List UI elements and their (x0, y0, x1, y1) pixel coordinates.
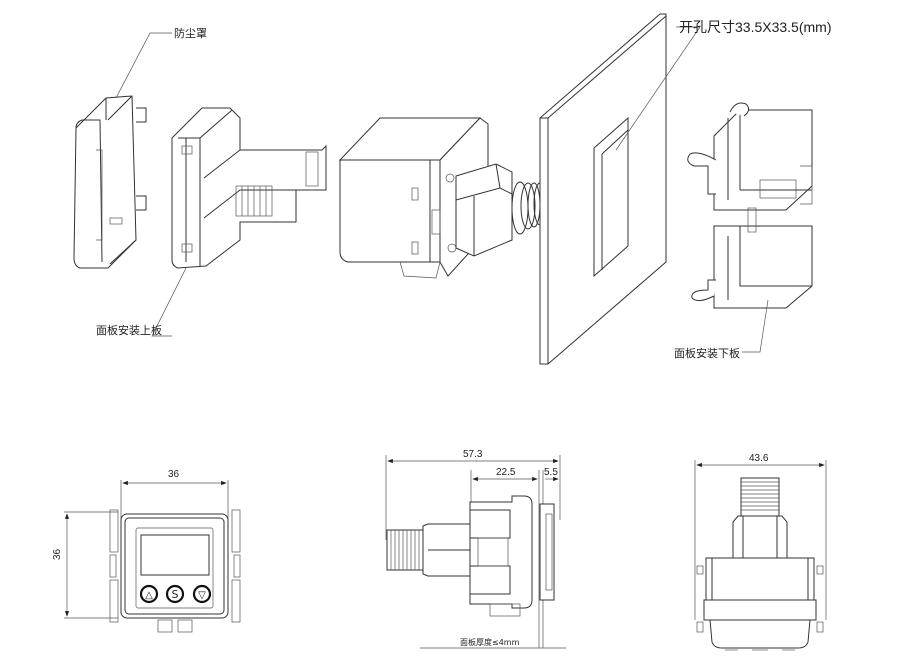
top-width-dim: 43.6 (749, 453, 769, 464)
side-view (385, 455, 566, 649)
side-overall-dim: 57.3 (463, 449, 483, 460)
label-lower-mount-plate: 面板安装下板 (674, 347, 740, 360)
label-dust-cover: 防尘罩 (174, 27, 207, 40)
up-arrow-icon: △ (145, 590, 153, 601)
front-width-dim: 36 (168, 469, 180, 480)
leader-lines (115, 26, 769, 353)
set-s-icon: S (172, 588, 179, 601)
side-body-dim: 22.5 (496, 467, 516, 478)
panel-thickness-note: 面板厚度≤4mm (460, 638, 520, 647)
upper-mount-plate-part (171, 107, 327, 269)
button-up: △ (139, 584, 159, 604)
side-front-dim: 5.5 (544, 467, 558, 478)
front-height-dim: 36 (52, 548, 63, 560)
sensor-body-part (338, 117, 551, 279)
top-view (694, 460, 827, 651)
lower-mount-plate-part (687, 102, 813, 309)
label-cutout-size: 开孔尺寸33.5X33.5(mm) (679, 19, 832, 35)
down-arrow-icon: ▽ (198, 590, 206, 601)
dust-cover-part (73, 95, 147, 269)
front-view (64, 480, 241, 633)
button-set: S (165, 584, 185, 604)
button-down: ▽ (192, 584, 212, 604)
label-upper-mount-plate: 面板安装上板 (96, 324, 162, 337)
panel-plate-part (539, 13, 667, 365)
